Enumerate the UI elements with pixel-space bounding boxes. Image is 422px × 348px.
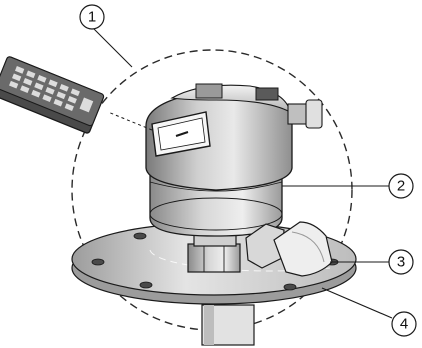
ir-link-line — [108, 112, 152, 130]
svg-text:2: 2 — [397, 178, 405, 195]
cable-gland — [288, 100, 322, 128]
callout-2: 2 — [389, 174, 413, 198]
pipe-stub — [202, 305, 254, 345]
callout-4: 4 — [392, 312, 416, 336]
svg-text:4: 4 — [400, 316, 408, 333]
callout-1: 1 — [80, 5, 104, 29]
callout-3: 3 — [389, 250, 413, 274]
handheld-programmer — [0, 56, 104, 134]
svg-text:1: 1 — [88, 9, 96, 26]
svg-text:3: 3 — [397, 254, 405, 271]
